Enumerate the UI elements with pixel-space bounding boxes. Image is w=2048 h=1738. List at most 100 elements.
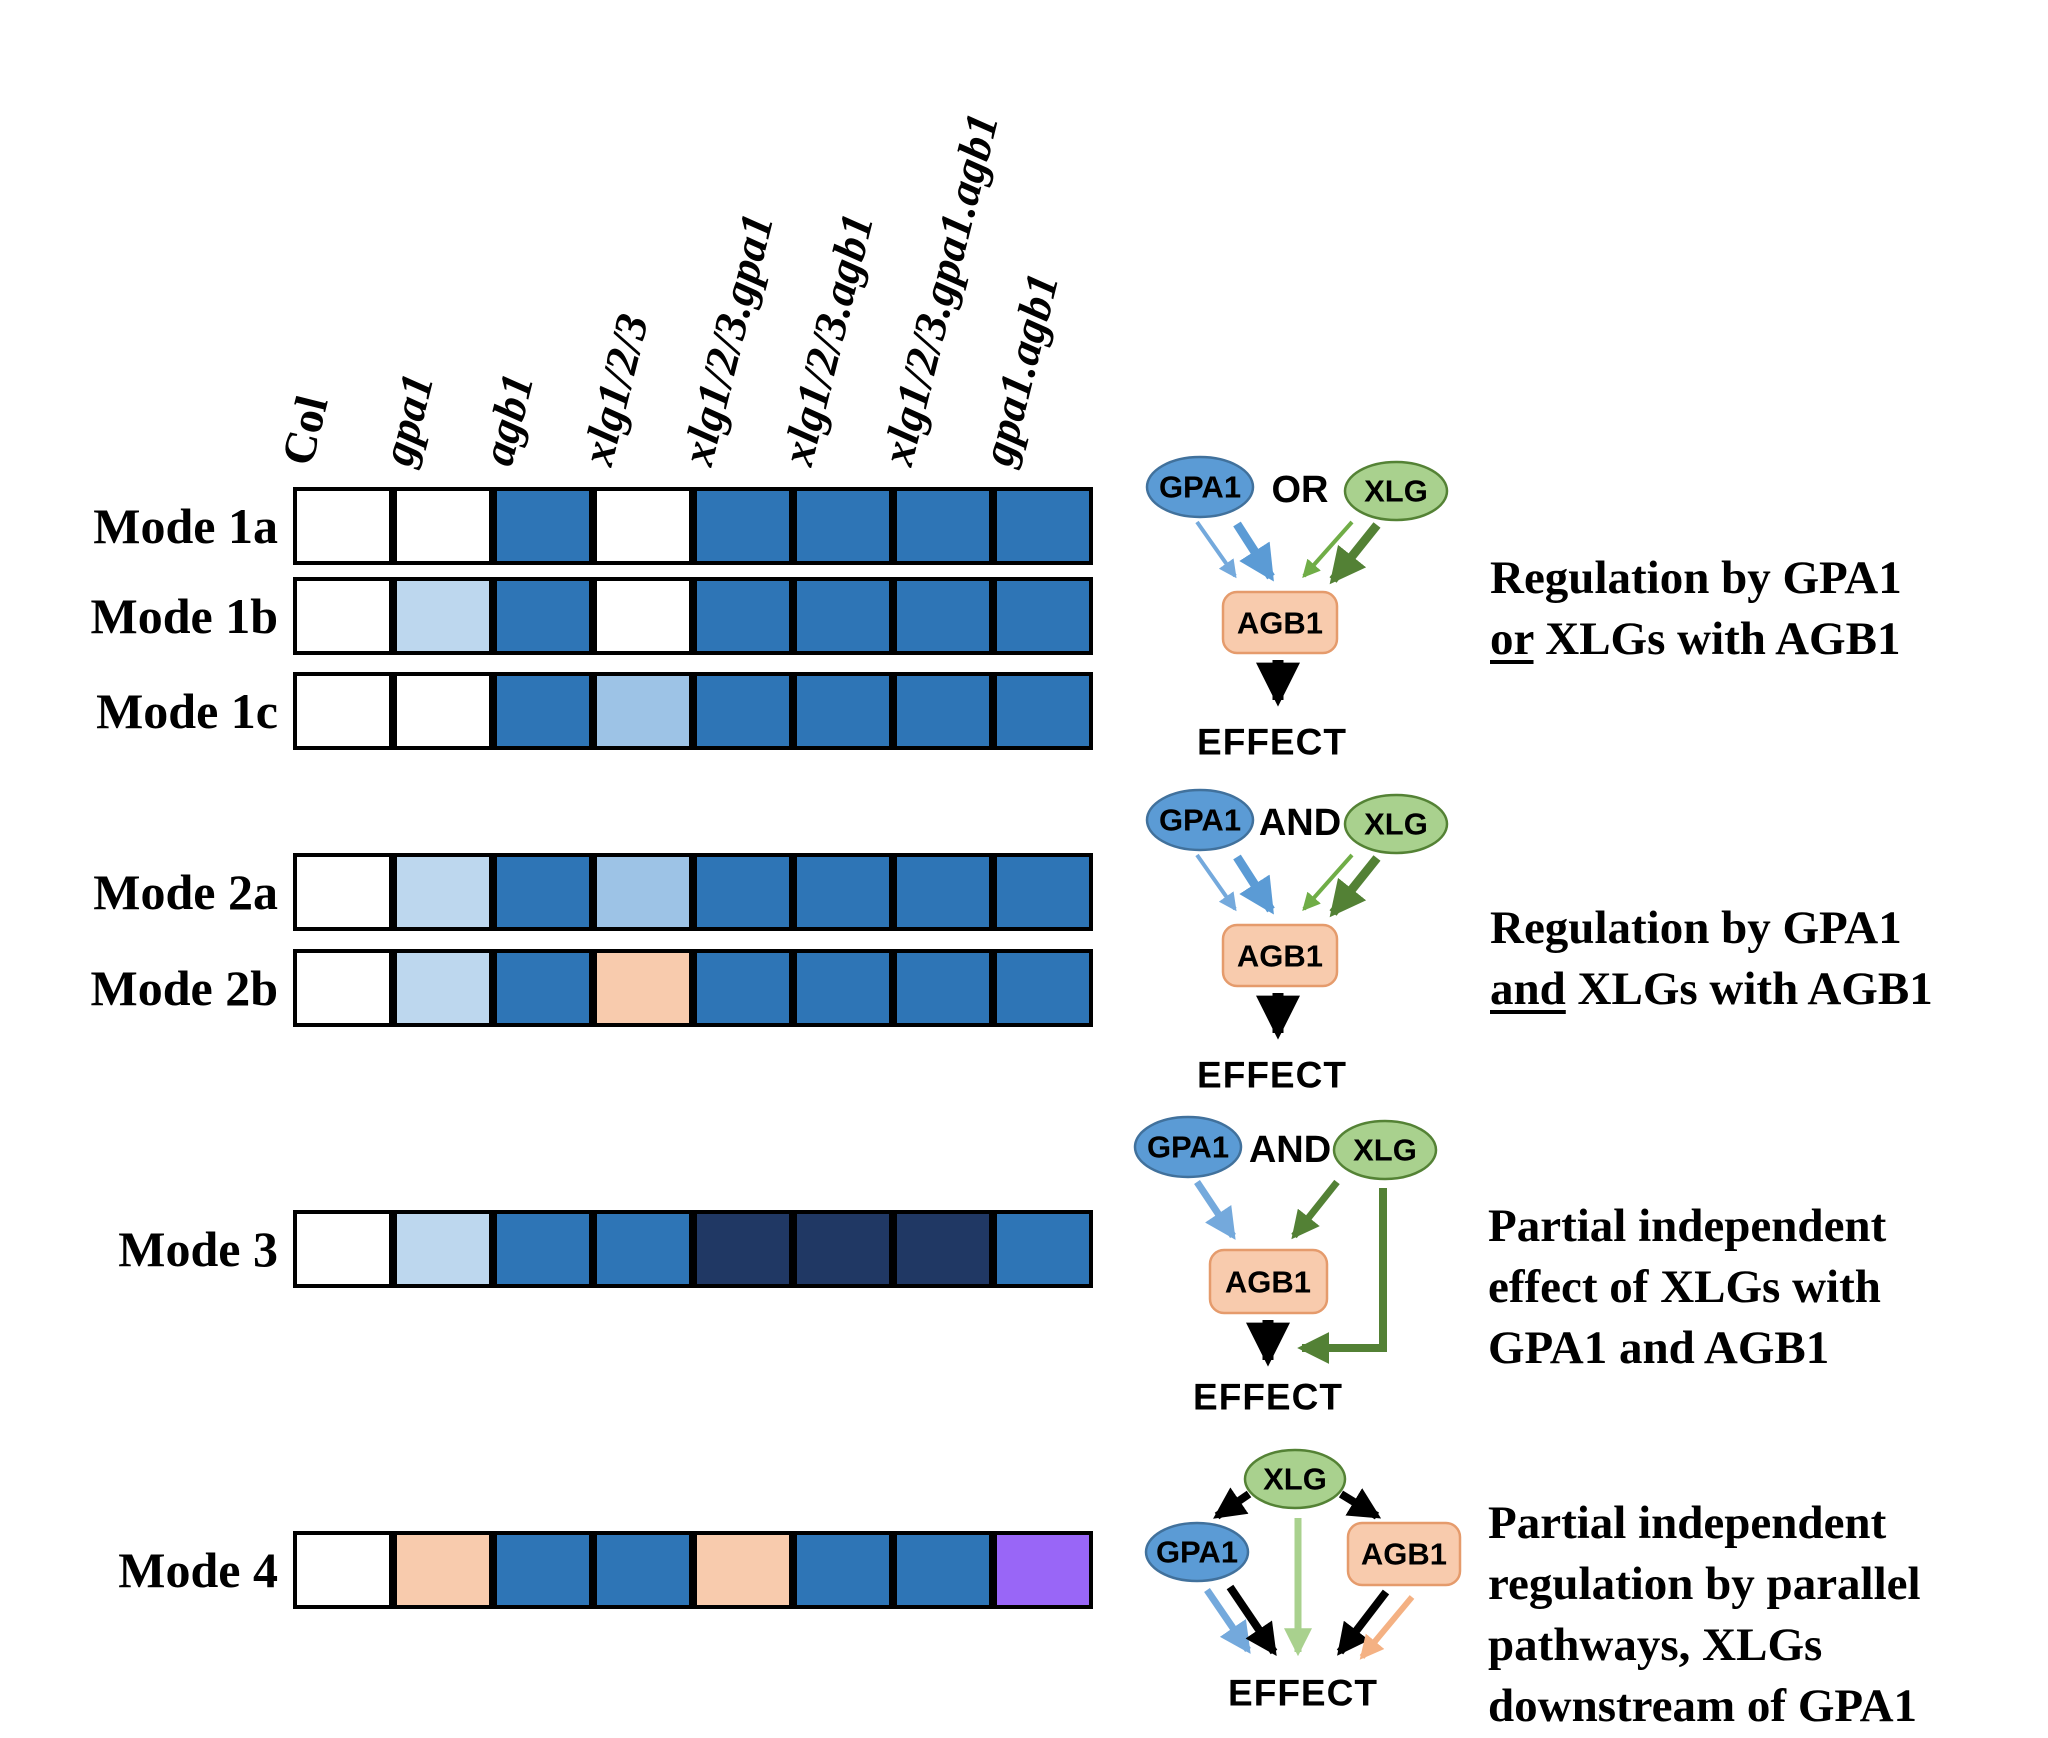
row-label-mode-1a: Mode 1a [93,498,278,554]
caption-line: pathways, XLGs [1488,1619,1823,1671]
grid-cell-mode-1c-col5 [693,672,793,750]
underlined-word: and [1490,963,1566,1015]
agb1-label: AGB1 [1237,606,1323,641]
gpa1-label: GPA1 [1156,1535,1238,1570]
grid-cell-mode-2a-col7 [893,853,993,931]
xlg-label: XLG [1353,1133,1417,1168]
column-header-col: Col [271,390,338,470]
grid-cell-mode-4-col3 [493,1531,593,1609]
row-label-mode-1b: Mode 1b [90,588,279,644]
grid-cell-mode-3-col1 [293,1210,393,1288]
grid-cell-mode-2a-col8 [993,853,1093,931]
xlg-thin-arrow [1302,520,1354,579]
caption-line: downstream of GPA1 [1488,1680,1918,1732]
xlg-to-gpa1-arrow [1213,1487,1252,1520]
grid-cell-mode-1b-col8 [993,577,1093,655]
grid-cell-mode-2b-col6 [793,949,893,1027]
xlg-thin-arrow [1302,853,1354,912]
grid-cell-mode-3-col4 [593,1210,693,1288]
grid-cell-mode-1b-col6 [793,577,893,655]
agb1-label: AGB1 [1237,939,1323,974]
grid-cell-mode-2a-col6 [793,853,893,931]
grid-cell-mode-3-col5 [693,1210,793,1288]
gpa1-label: GPA1 [1147,1130,1229,1165]
grid-cell-mode-2a-col2 [393,853,493,931]
gpa1-to-effect-blue-arrow [1204,1588,1251,1654]
gpa1-node [1145,788,1255,852]
grid-cell-mode-1a-col1 [293,487,393,565]
gpa1-node [1145,455,1255,519]
xlg-label: XLG [1364,807,1428,842]
xlg-to-agb1-arrow [1338,1488,1382,1520]
grid-cell-mode-1b-col2 [393,577,493,655]
xlg-node [1343,460,1449,522]
grid-cell-mode-2b-col2 [393,949,493,1027]
diagram-mode2: GPA1 AND XLG AGB1 EFFECT [1145,788,1449,1096]
effect-label: EFFECT [1228,1673,1378,1714]
xlg-label: XLG [1364,474,1428,509]
effect-label: EFFECT [1197,722,1347,763]
grid-cell-mode-1c-col2 [393,672,493,750]
grid-cell-mode-3-col7 [893,1210,993,1288]
grid-cell-mode-1a-col4 [593,487,693,565]
agb1-node [1221,923,1339,988]
agb1-node [1208,1248,1329,1315]
underlined-word: or [1490,613,1534,665]
gpa1-to-effect-black-arrow [1226,1584,1278,1656]
caption-line: GPA1 and AGB1 [1488,1322,1830,1374]
xlg-thick-arrow [1329,855,1381,918]
and-operator: AND [1249,1129,1331,1171]
agb1-to-effect-peach-arrow [1359,1595,1415,1660]
grid-cell-mode-4-col6 [793,1531,893,1609]
grid-cell-mode-1a-col6 [793,487,893,565]
gpa1-node [1133,1115,1243,1179]
grid-cell-mode-1c-col8 [993,672,1093,750]
column-header-gpa1: gpa1 [371,368,444,470]
grid-cell-mode-2b-col3 [493,949,593,1027]
row-label-mode-4: Mode 4 [118,1542,278,1598]
grid-cell-mode-1b-col3 [493,577,593,655]
row-label-mode-1c: Mode 1c [96,683,278,739]
diagram-mode1: GPA1 OR XLG AGB1 EFFECT [1145,455,1449,763]
grid-cell-mode-2b-col7 [893,949,993,1027]
grid-cell-mode-1a-col7 [893,487,993,565]
grid-cell-mode-2a-col4 [593,853,693,931]
grid-cell-mode-1b-col1 [293,577,393,655]
grid-cell-mode-1c-col7 [893,672,993,750]
grid-cell-mode-1b-col7 [893,577,993,655]
agb1-label: AGB1 [1361,1537,1447,1572]
row-label-mode-3: Mode 3 [118,1221,278,1277]
caption-line: Partial independent [1488,1200,1887,1252]
caption-mode4: Partial independent regulation by parall… [1488,1493,2048,1737]
xlg-arrow [1291,1179,1340,1240]
effect-label: EFFECT [1197,1055,1347,1096]
caption-mode1: Regulation by GPA1 or XLGs with AGB1 [1490,548,2048,670]
xlg-node [1332,1119,1438,1181]
grid-cell-mode-1b-col4 [593,577,693,655]
grid-cell-mode-4-col1 [293,1531,393,1609]
grid-cell-mode-3-col8 [993,1210,1093,1288]
grid-cell-mode-1a-col8 [993,487,1093,565]
caption-line: Regulation by GPA1 [1490,552,1902,604]
effect-label: EFFECT [1193,1377,1343,1418]
gpa1-label: GPA1 [1159,803,1241,838]
column-header-gpa1-agb1: gpa1.agb1 [971,267,1069,470]
grid-cell-mode-2a-col1 [293,853,393,931]
gpa1-thin-arrow [1195,520,1237,579]
agb1-label: AGB1 [1225,1265,1311,1300]
grid-cell-mode-1a-col2 [393,487,493,565]
caption-line: Regulation by GPA1 [1490,902,1902,954]
grid-cell-mode-4-col2 [393,1531,493,1609]
grid-cell-mode-1c-col1 [293,672,393,750]
grid-cell-mode-1b-col5 [693,577,793,655]
and-operator: AND [1259,802,1341,844]
xlg-node [1343,793,1449,855]
gpa1-thick-arrow [1233,854,1275,915]
grid-cell-mode-1a-col5 [693,487,793,565]
grid-cell-mode-4-col5 [693,1531,793,1609]
agb1-node [1221,590,1339,655]
column-header-xlg1-2-3-gpa1: xlg1/2/3.gpa1 [671,208,784,471]
column-header-xlg1-2-3: xlg1/2/3 [571,308,659,470]
agb1-to-effect-black-arrow [1336,1589,1390,1656]
